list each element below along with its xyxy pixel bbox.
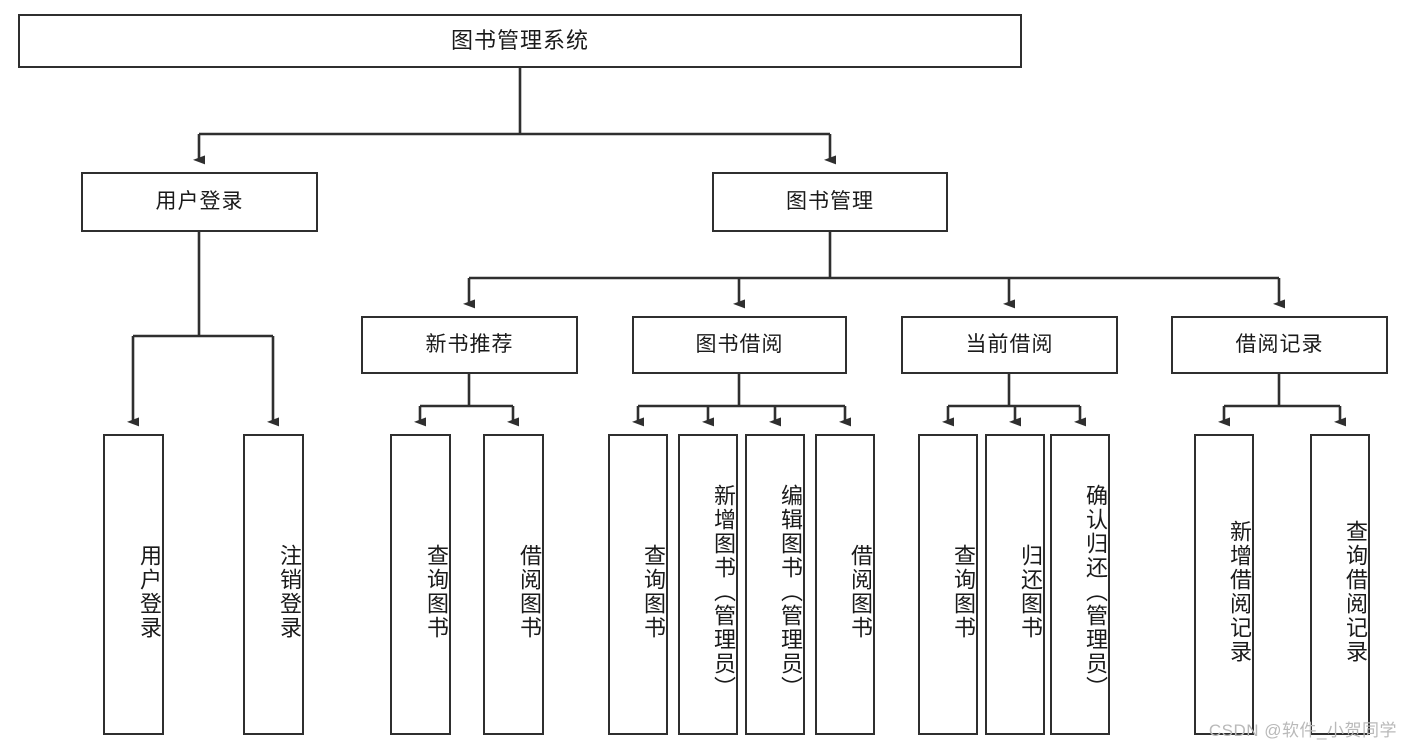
node-leaf-user-login-label: 用户登录 <box>137 543 162 640</box>
node-book-borrow[interactable]: 图书借阅 <box>632 316 847 374</box>
node-leaf-query-record-label: 查询借阅记录 <box>1343 519 1368 664</box>
node-leaf-query-book-2-label: 查询图书 <box>641 543 666 640</box>
node-leaf-query-book-2[interactable]: 查询图书 <box>608 434 668 735</box>
node-leaf-confirm-return[interactable]: 确认归还（管理员） <box>1050 434 1110 735</box>
node-leaf-return-book-label: 归还图书 <box>1018 543 1043 640</box>
node-leaf-logout-label: 注销登录 <box>277 543 302 640</box>
node-leaf-query-record[interactable]: 查询借阅记录 <box>1310 434 1370 735</box>
node-leaf-query-book-3[interactable]: 查询图书 <box>918 434 978 735</box>
node-leaf-borrow-book-1[interactable]: 借阅图书 <box>483 434 544 735</box>
node-leaf-add-record-label: 新增借阅记录 <box>1227 519 1252 664</box>
node-leaf-query-book-1[interactable]: 查询图书 <box>390 434 451 735</box>
node-leaf-logout[interactable]: 注销登录 <box>243 434 304 735</box>
watermark: CSDN @软件_小贺同学 <box>1208 721 1397 740</box>
node-leaf-borrow-book-1-label: 借阅图书 <box>517 543 542 640</box>
node-borrow-record[interactable]: 借阅记录 <box>1171 316 1388 374</box>
node-leaf-add-book[interactable]: 新增图书（管理员） <box>678 434 738 735</box>
node-user-login[interactable]: 用户登录 <box>81 172 318 232</box>
node-current-borrow[interactable]: 当前借阅 <box>901 316 1118 374</box>
node-leaf-confirm-return-label: 确认归还（管理员） <box>1083 483 1108 700</box>
node-new-book-rec-label: 新书推荐 <box>425 333 514 357</box>
node-leaf-user-login[interactable]: 用户登录 <box>103 434 164 735</box>
node-user-login-label: 用户登录 <box>155 190 244 214</box>
node-book-borrow-label: 图书借阅 <box>695 333 784 357</box>
node-leaf-borrow-book-2-label: 借阅图书 <box>848 543 873 640</box>
node-book-manage-label: 图书管理 <box>786 190 874 214</box>
node-leaf-return-book[interactable]: 归还图书 <box>985 434 1045 735</box>
node-book-manage[interactable]: 图书管理 <box>712 172 948 232</box>
node-new-book-rec[interactable]: 新书推荐 <box>361 316 578 374</box>
node-root[interactable]: 图书管理系统 <box>18 14 1022 68</box>
node-current-borrow-label: 当前借阅 <box>965 333 1054 357</box>
node-root-label: 图书管理系统 <box>450 27 589 53</box>
node-leaf-add-record[interactable]: 新增借阅记录 <box>1194 434 1254 735</box>
node-leaf-query-book-1-label: 查询图书 <box>424 543 449 640</box>
node-borrow-record-label: 借阅记录 <box>1235 333 1324 357</box>
node-leaf-edit-book[interactable]: 编辑图书（管理员） <box>745 434 805 735</box>
node-leaf-borrow-book-2[interactable]: 借阅图书 <box>815 434 875 735</box>
node-leaf-query-book-3-label: 查询图书 <box>951 543 976 640</box>
node-leaf-edit-book-label: 编辑图书（管理员） <box>778 483 803 700</box>
node-leaf-add-book-label: 新增图书（管理员） <box>711 483 736 700</box>
